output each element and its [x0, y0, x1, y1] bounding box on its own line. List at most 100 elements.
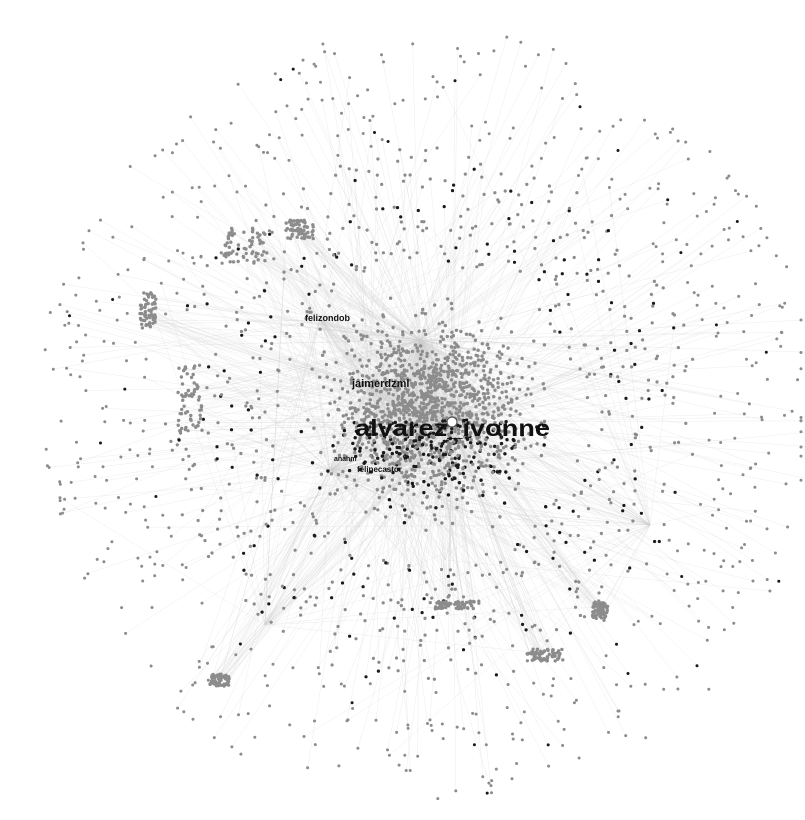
node: [699, 252, 703, 256]
node: [185, 372, 189, 376]
node: [62, 282, 66, 286]
node: [452, 440, 456, 444]
node: [512, 249, 517, 253]
node: [224, 251, 229, 255]
node: [486, 395, 491, 400]
node: [362, 334, 366, 338]
edge: [162, 149, 371, 386]
edge: [319, 319, 633, 417]
node: [754, 204, 758, 208]
node: [497, 453, 501, 457]
node: [552, 502, 556, 506]
node: [393, 362, 398, 366]
node: [677, 440, 681, 444]
node: [533, 623, 537, 627]
node: [418, 357, 423, 361]
node: [105, 478, 109, 482]
node: [474, 373, 478, 377]
node: [433, 384, 438, 388]
node: [216, 527, 220, 531]
node: [357, 398, 362, 402]
node: [713, 196, 717, 200]
node: [491, 378, 496, 382]
node: [462, 422, 466, 426]
node: [243, 328, 248, 332]
node: [686, 281, 690, 284]
edge: [419, 273, 609, 341]
node: [392, 616, 396, 620]
node: [150, 292, 154, 297]
edge: [451, 253, 701, 423]
node: [439, 408, 444, 413]
node: [219, 715, 222, 719]
edge: [214, 469, 396, 738]
node: [205, 264, 209, 268]
node: [765, 578, 769, 581]
node: [386, 140, 390, 143]
node: [450, 330, 454, 334]
node: [270, 341, 274, 346]
node: [360, 364, 364, 368]
node: [403, 409, 407, 413]
node: [470, 124, 474, 128]
node: [558, 235, 562, 239]
node: [374, 405, 378, 409]
node: [483, 419, 487, 423]
node: [291, 666, 295, 670]
node: [101, 465, 105, 469]
node: [187, 454, 191, 458]
node: [291, 573, 296, 577]
node: [455, 497, 459, 502]
node: [727, 238, 730, 242]
node: [395, 438, 400, 442]
node: [492, 416, 496, 420]
edge: [201, 488, 651, 526]
node: [197, 398, 201, 402]
edge: [389, 524, 651, 756]
node: [302, 232, 307, 237]
node: [482, 364, 486, 368]
node: [462, 381, 467, 385]
node: [380, 490, 385, 494]
node: [483, 377, 488, 381]
node: [423, 616, 427, 621]
node: [656, 187, 660, 191]
node: [177, 366, 181, 370]
node: [197, 185, 201, 189]
node: [332, 449, 337, 453]
edge: [369, 133, 656, 386]
node: [454, 328, 459, 332]
node: [745, 194, 749, 198]
node: [406, 407, 410, 411]
node: [783, 301, 787, 305]
node: [343, 540, 347, 545]
node: [182, 277, 186, 281]
node: [431, 455, 435, 459]
edge: [219, 421, 453, 676]
node: [452, 573, 456, 577]
node: [244, 251, 248, 256]
node: [411, 441, 415, 446]
node: [301, 187, 305, 191]
node: [59, 419, 63, 423]
node: [431, 370, 435, 374]
node: [757, 303, 761, 307]
node: [581, 228, 585, 233]
edge: [449, 445, 651, 526]
node: [205, 302, 209, 306]
node: [487, 452, 491, 457]
node: [206, 661, 209, 665]
node: [452, 394, 456, 398]
node: [777, 579, 781, 583]
node: [759, 227, 763, 230]
node: [358, 433, 363, 438]
edge: [419, 158, 542, 341]
node: [306, 235, 310, 239]
node: [411, 42, 415, 46]
node: [522, 437, 526, 441]
node: [443, 356, 447, 361]
node: [481, 775, 485, 779]
node: [435, 427, 439, 431]
node: [447, 474, 451, 478]
node: [425, 506, 429, 510]
